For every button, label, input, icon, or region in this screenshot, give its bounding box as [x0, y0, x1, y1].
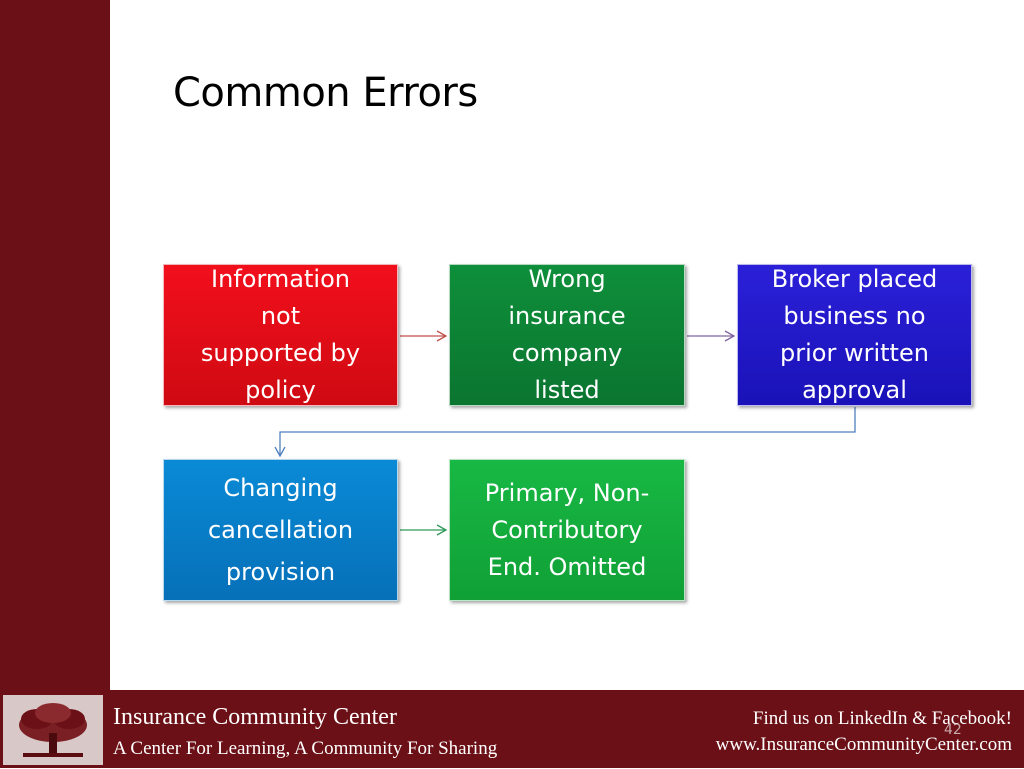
tree-icon — [3, 695, 103, 765]
left-accent-bar — [0, 0, 110, 690]
node-text-line: Wrong — [528, 265, 606, 293]
node-text-line: Changing — [223, 474, 338, 502]
node-text-line: company — [511, 339, 623, 367]
organization-name: Insurance Community Center — [113, 704, 397, 730]
footer-bar — [0, 690, 1024, 768]
node-text-line: listed — [534, 376, 600, 404]
node-text-line: cancellation — [207, 516, 354, 544]
slide-number: 42 — [944, 722, 962, 738]
node-text-line: Broker placed — [771, 265, 938, 293]
node-text-line: insurance — [508, 302, 626, 330]
node-text-line: policy — [245, 376, 316, 404]
node-changing-cancellation: Changing cancellation provision — [163, 459, 398, 601]
node-text-line: Primary, Non- — [484, 478, 650, 507]
node-text-line: Information — [211, 265, 350, 293]
organization-tagline: A Center For Learning, A Community For S… — [113, 738, 498, 759]
edge-n3-n4 — [274, 407, 856, 458]
node-information-not-supported: Information not supported by policy — [163, 264, 398, 406]
node-text-line: supported by — [200, 339, 361, 367]
node-primary-non-contributory: Primary, Non- Contributory End. Omitted — [449, 459, 685, 601]
social-links-text: Find us on LinkedIn & Facebook! — [752, 708, 1012, 729]
node-text-line: Contributory — [491, 515, 643, 544]
slide-title: Common Errors — [173, 70, 478, 116]
node-text-line: approval — [802, 376, 907, 404]
node-wrong-insurance-company: Wrong insurance company listed — [449, 264, 685, 406]
node-text-line: provision — [225, 558, 336, 586]
node-text-line: End. Omitted — [487, 552, 647, 581]
node-text-line: business no — [783, 302, 926, 330]
node-text-line: not — [260, 302, 301, 330]
node-text-line: prior written — [780, 339, 929, 367]
node-broker-placed-business: Broker placed business no prior written … — [737, 264, 972, 406]
website-link[interactable]: www.InsuranceCommunityCenter.com — [715, 734, 1012, 755]
